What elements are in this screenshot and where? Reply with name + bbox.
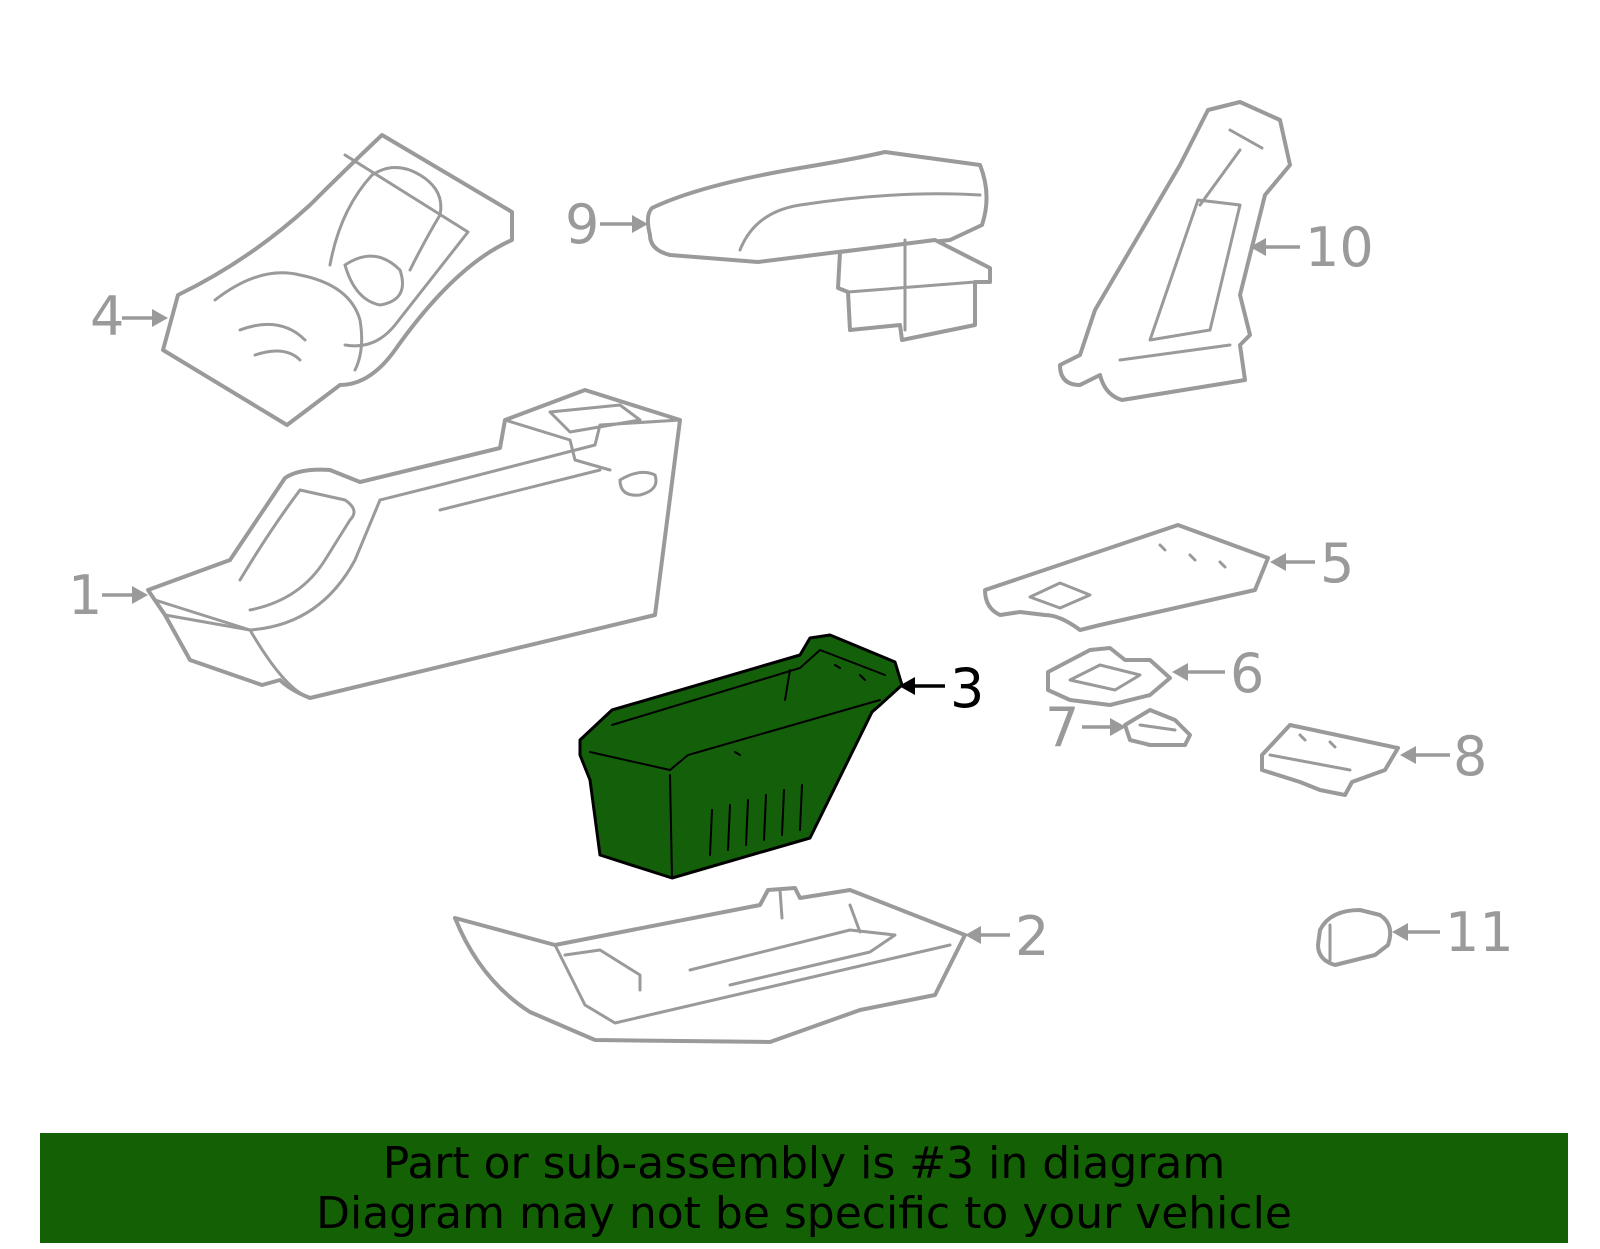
callout-4: 4 (90, 285, 168, 348)
callout-9: 9 (565, 193, 648, 256)
part-3-storage-bin (578, 633, 904, 880)
callout-11: 11 (1392, 901, 1514, 964)
svg-text:4: 4 (90, 285, 124, 348)
banner-line-1: Part or sub-assembly is #3 in diagram (382, 1138, 1226, 1189)
part-1-console (146, 388, 682, 700)
svg-text:10: 10 (1305, 216, 1374, 279)
callout-3: 3 (899, 657, 984, 720)
parts-diagram: 4 9 10 1 (68, 100, 1514, 1044)
callout-10: 10 (1250, 216, 1374, 279)
callout-7: 7 (1045, 696, 1126, 759)
svg-text:2: 2 (1015, 905, 1049, 968)
part-11-cap (1316, 908, 1393, 967)
info-banner: Part or sub-assembly is #3 in diagram Di… (40, 1133, 1568, 1243)
svg-text:7: 7 (1045, 696, 1079, 759)
part-5-plate (983, 523, 1270, 632)
part-8-bracket (1260, 723, 1400, 797)
part-9-armrest (645, 150, 992, 342)
part-7-clip (1123, 708, 1192, 747)
svg-text:5: 5 (1320, 532, 1354, 595)
part-2-lower-tray (453, 886, 967, 1044)
svg-text:9: 9 (565, 193, 599, 256)
callout-5: 5 (1270, 532, 1354, 595)
svg-text:3: 3 (950, 657, 984, 720)
svg-text:11: 11 (1445, 901, 1514, 964)
banner-line-2: Diagram may not be specific to your vehi… (316, 1188, 1292, 1239)
svg-text:6: 6 (1230, 642, 1264, 705)
part-4-cup-holder (161, 133, 514, 427)
callout-8: 8 (1400, 725, 1487, 788)
svg-text:8: 8 (1453, 725, 1487, 788)
callout-1: 1 (68, 564, 148, 627)
callout-6: 6 (1172, 642, 1264, 705)
part-6-tray (1046, 646, 1172, 707)
callout-2: 2 (965, 905, 1049, 968)
part-10-bracket (1058, 100, 1292, 402)
svg-text:1: 1 (68, 564, 102, 627)
